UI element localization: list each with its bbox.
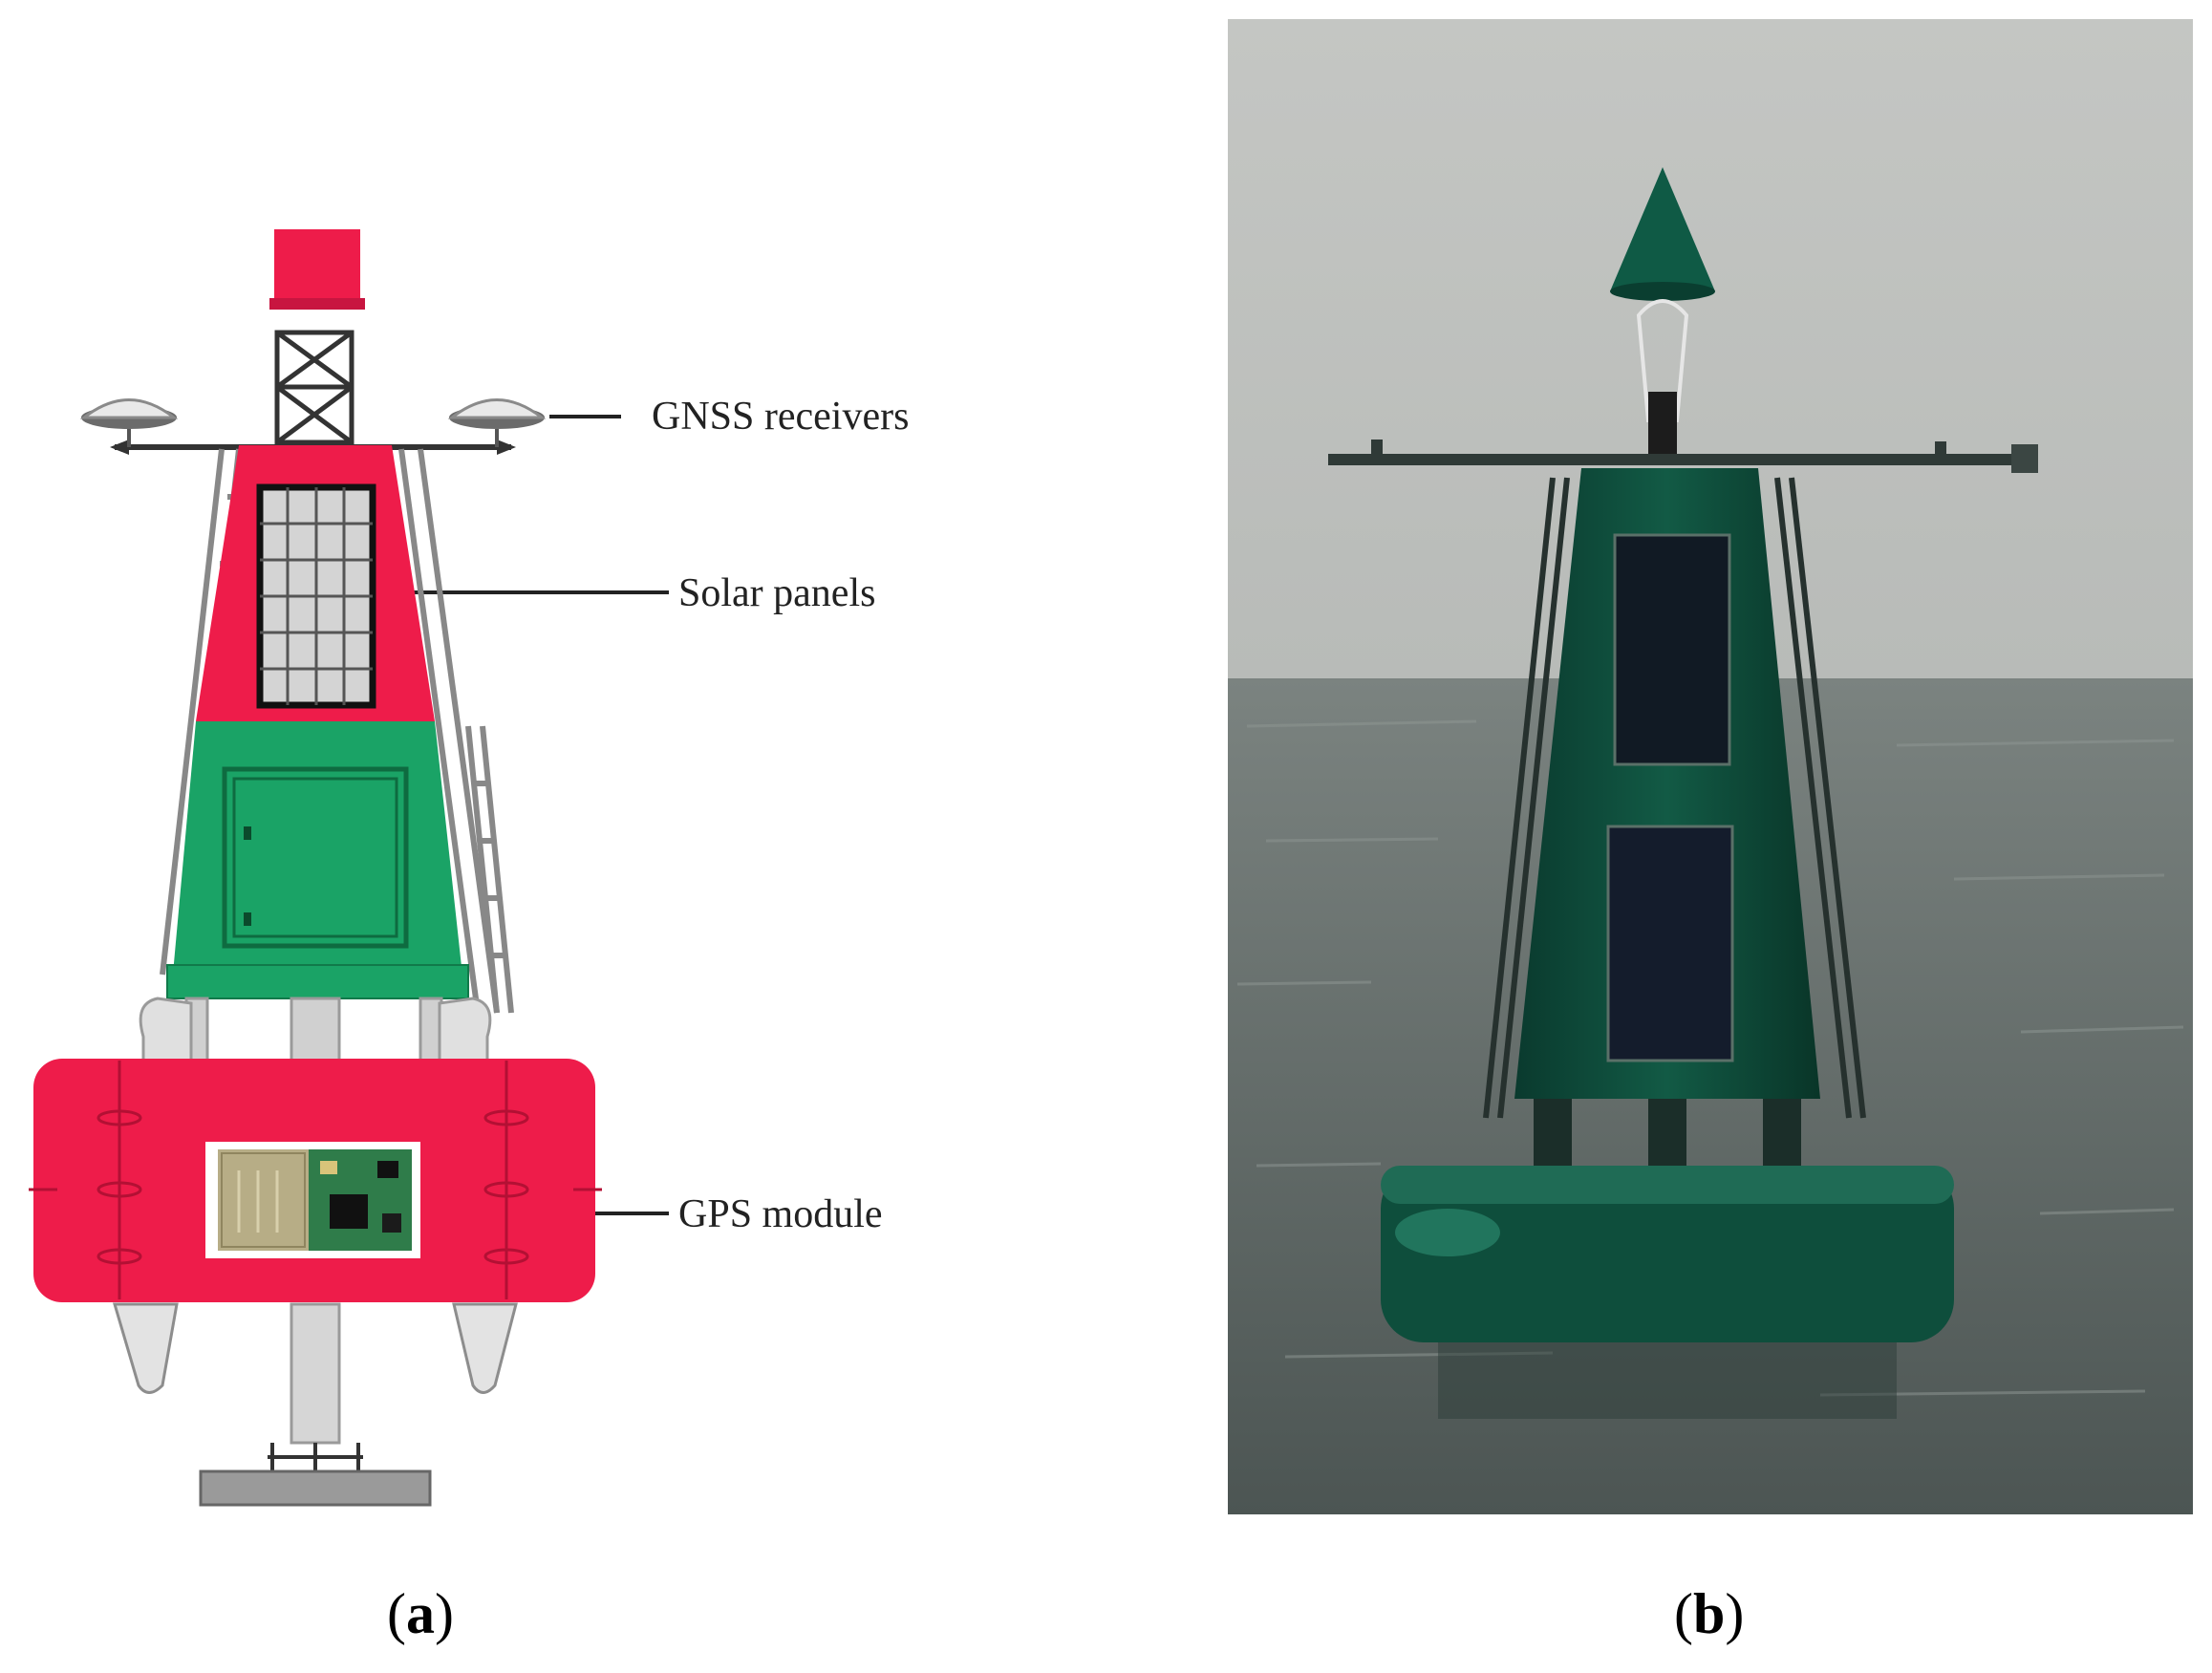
solar-panel (256, 483, 376, 709)
photo-tower-body (1514, 468, 1820, 1099)
photo-cone-topmark (1610, 167, 1715, 291)
callout-solar-panels: Solar panels (678, 571, 876, 615)
gnss-receiver-left (79, 398, 179, 447)
caption-b: (b) (1674, 1582, 1745, 1645)
caption-a: (a) (387, 1582, 454, 1645)
gnss-receiver-right (447, 398, 547, 447)
lower-fins (112, 1302, 518, 1394)
photo-solar-panel-upper (1613, 533, 1731, 766)
base-plate (199, 1469, 432, 1507)
schematic-panel: GNSS receivers Solar panels GPS module (29, 229, 910, 1507)
buoy-photo (1228, 19, 2193, 1514)
callout-gnss-receivers: GNSS receivers (652, 395, 910, 439)
top-lamp (274, 229, 360, 306)
photo-crossbar (1328, 454, 2035, 465)
photo-panel (1228, 19, 2193, 1514)
hatch-door (222, 766, 409, 949)
gps-module (205, 1142, 420, 1258)
callout-gps-module: GPS module (678, 1192, 883, 1236)
lattice-tower (274, 330, 354, 445)
mooring-column (290, 1302, 341, 1445)
ladder-right (398, 448, 514, 1014)
buoy-schematic (29, 229, 669, 1507)
photo-buoy-float (1381, 1166, 1954, 1342)
photo-solar-panel-lower (1606, 825, 1734, 1062)
